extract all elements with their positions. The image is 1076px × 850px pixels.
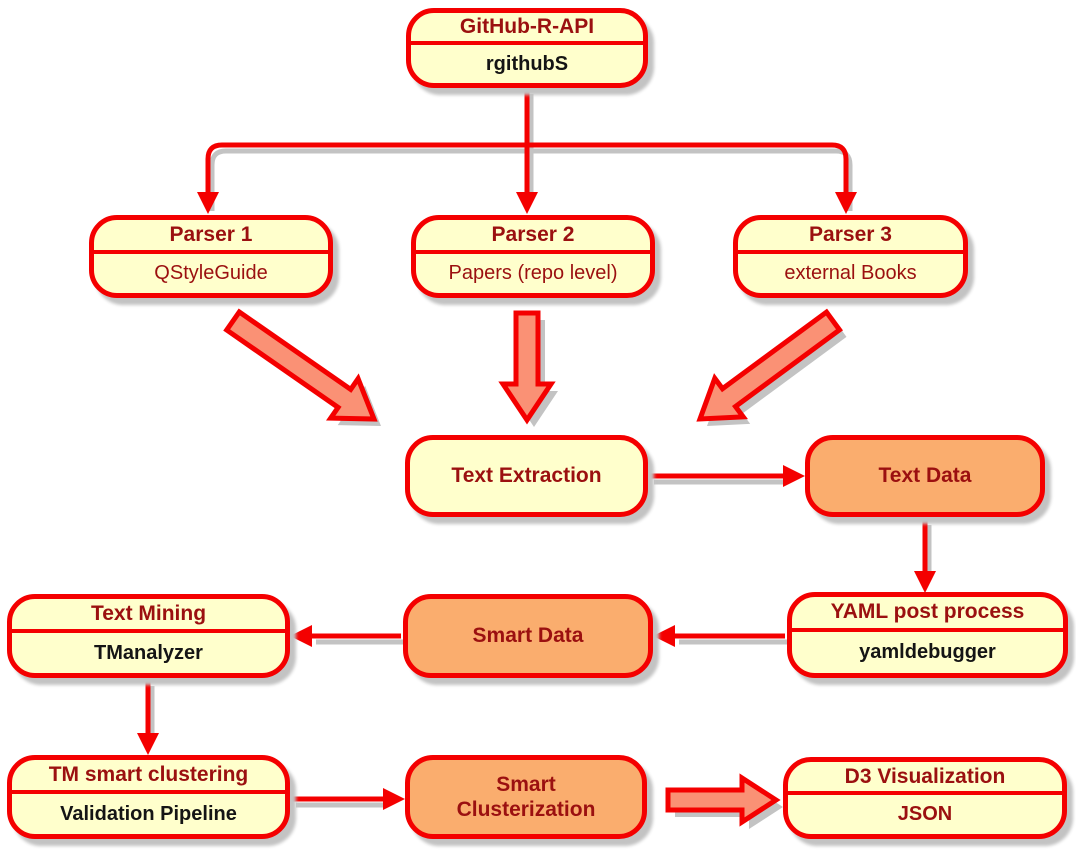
node-title: YAML post process xyxy=(792,597,1063,632)
node-parser3: Parser 3 external Books xyxy=(733,215,968,298)
edge-extraction-to-textdata xyxy=(650,465,805,487)
node-title: D3 Visualization xyxy=(788,762,1062,796)
node-text-data: Text Data xyxy=(805,435,1045,517)
node-parser2: Parser 2 Papers (repo level) xyxy=(411,215,655,298)
node-label: Smart Clusterization xyxy=(456,772,596,821)
node-title: Parser 1 xyxy=(94,220,328,254)
node-parser1: Parser 1 QStyleGuide xyxy=(89,215,333,298)
node-label: Text Extraction xyxy=(451,464,602,488)
edge-textdata-to-yaml xyxy=(914,519,936,593)
node-d3-visualization: D3 Visualization JSON xyxy=(783,757,1067,839)
node-label: Text Data xyxy=(878,464,972,488)
edge-textmining-to-clustering xyxy=(137,680,159,755)
block-arrow-parser3-to-extraction xyxy=(696,308,843,422)
node-title: Text Mining xyxy=(12,599,285,634)
block-arrow-parser1-to-extraction xyxy=(223,308,378,422)
node-label: Smart Data xyxy=(472,624,584,648)
node-text-extraction: Text Extraction xyxy=(405,435,648,517)
node-smart-clusterization: Smart Clusterization xyxy=(405,755,647,839)
node-tm-smart-clustering: TM smart clustering Validation Pipeline xyxy=(7,755,290,839)
node-subtitle: external Books xyxy=(784,261,917,284)
node-text-mining: Text Mining TManalyzer xyxy=(7,594,290,678)
node-title: Parser 2 xyxy=(416,220,650,254)
node-title: GitHub-R-API xyxy=(411,13,643,46)
node-yaml-post-process: YAML post process yamldebugger xyxy=(787,592,1068,678)
node-title: Parser 3 xyxy=(738,220,963,254)
edge-github-to-parser2 xyxy=(516,88,538,214)
node-subtitle: rgithubS xyxy=(485,52,569,75)
block-arrow-parser2-to-extraction xyxy=(498,310,556,425)
node-subtitle: Validation Pipeline xyxy=(60,802,237,825)
node-subtitle: TManalyzer xyxy=(94,641,203,664)
node-subtitle: JSON xyxy=(897,803,953,826)
edge-clustering-to-clusterization xyxy=(292,788,405,810)
node-title: TM smart clustering xyxy=(12,760,285,795)
node-subtitle: Papers (repo level) xyxy=(448,261,618,284)
node-github-r-api: GitHub-R-API rgithubS xyxy=(406,8,648,88)
block-arrow-clusterization-to-d3 xyxy=(665,773,781,827)
node-subtitle: yamldebugger xyxy=(859,640,996,663)
edge-yaml-to-smartdata xyxy=(653,625,785,647)
node-subtitle: QStyleGuide xyxy=(154,261,268,284)
edge-smartdata-to-textmining xyxy=(290,625,401,647)
node-smart-data: Smart Data xyxy=(403,594,653,678)
edge-github-to-parser1-parser3 xyxy=(197,142,857,214)
